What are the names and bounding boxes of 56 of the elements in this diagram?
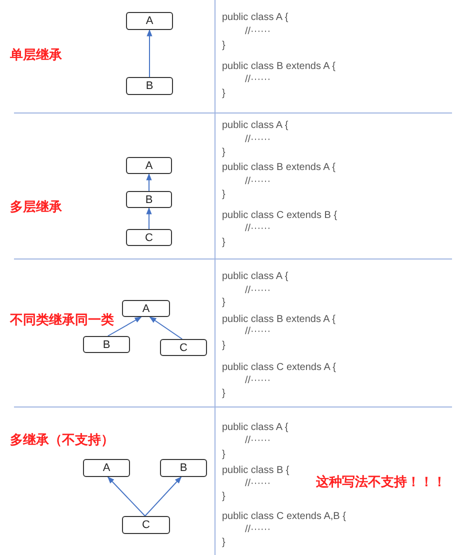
code-line: } [222, 188, 226, 202]
class-box: B [126, 77, 173, 95]
code-line: } [222, 339, 226, 353]
code-line: } [222, 39, 226, 53]
class-box: A [83, 459, 130, 477]
code-comment: //······ [245, 175, 271, 189]
code-line: } [222, 296, 226, 310]
section-title: 多层继承 [10, 200, 62, 214]
inheritance-arrow [149, 316, 183, 340]
class-box: C [126, 229, 172, 246]
class-box: C [160, 339, 207, 356]
code-comment: //······ [245, 477, 271, 491]
code-line: } [222, 490, 226, 504]
code-line: } [222, 448, 226, 462]
section-title: 多继承（不支持） [10, 433, 114, 447]
class-box: A [122, 300, 170, 317]
code-comment: //······ [245, 523, 271, 537]
code-comment: //······ [245, 133, 271, 147]
code-line: } [222, 536, 226, 550]
code-comment: //······ [245, 434, 271, 448]
code-line: public class B extends A { [222, 313, 336, 326]
inheritance-arrow [146, 29, 152, 78]
class-box: B [83, 336, 130, 353]
code-comment: //······ [245, 374, 271, 388]
code-line: public class C extends A,B { [222, 510, 346, 524]
class-box: A [126, 12, 173, 30]
code-comment: //······ [245, 73, 271, 87]
inheritance-arrow [146, 173, 152, 192]
code-comment: //······ [245, 284, 271, 298]
code-line: public class B extends A { [222, 60, 336, 74]
inheritance-arrow [144, 476, 182, 516]
section-title: 不同类继承同一类 [10, 313, 114, 327]
code-line: public class A { [222, 119, 288, 133]
code-line: public class A { [222, 270, 288, 284]
inheritance-arrow [146, 207, 152, 230]
class-box: B [160, 459, 207, 477]
code-line: } [222, 387, 226, 401]
inheritance-arrow [107, 476, 146, 516]
code-line: public class C extends A { [222, 361, 336, 375]
class-box: C [122, 516, 170, 534]
warning-note: 这种写法不支持！！！ [316, 475, 446, 489]
code-line: } [222, 146, 226, 160]
code-comment: //······ [245, 222, 271, 236]
code-comment: //······ [245, 325, 271, 339]
section-title: 单层继承 [10, 48, 62, 62]
code-line: } [222, 236, 226, 250]
code-line: public class B { [222, 464, 290, 478]
class-box: A [126, 157, 172, 174]
code-line: } [222, 87, 226, 101]
class-box: B [126, 191, 172, 208]
code-line: public class A { [222, 11, 288, 25]
code-line: public class C extends B { [222, 209, 338, 223]
code-comment: //······ [245, 25, 271, 39]
code-line: public class B extends A { [222, 161, 336, 175]
inheritance-arrow [107, 316, 142, 336]
code-line: public class A { [222, 421, 288, 435]
